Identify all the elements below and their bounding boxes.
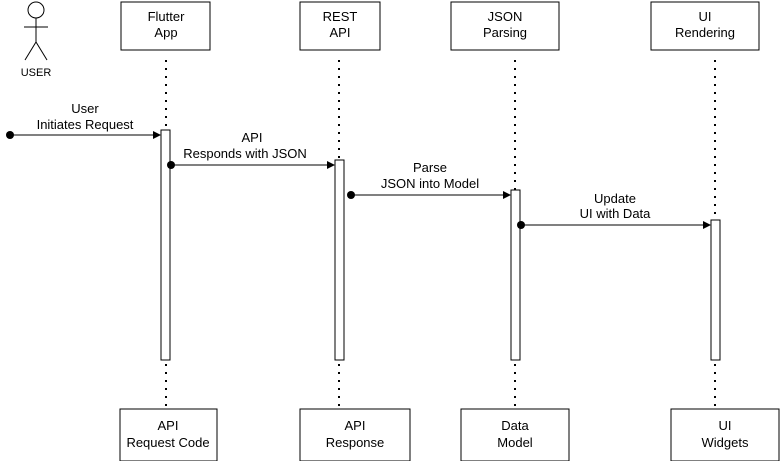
message-1: User Initiates Request <box>6 101 161 139</box>
message-2-label-line-2: Responds with JSON <box>183 146 307 161</box>
user-actor: USER <box>21 1 52 79</box>
participant-render-header: UI Rendering <box>650 1 760 51</box>
participant-render-header-line-2: Rendering <box>675 25 735 40</box>
participant-app-header: Flutter App <box>120 1 211 51</box>
message-2-label-line-1: API <box>242 130 263 145</box>
participant-json-footer-line-1: Data <box>501 418 529 433</box>
participant-json-header: JSON Parsing <box>450 1 560 51</box>
message-3-label-line-1: Parse <box>413 160 447 175</box>
actor-label: USER <box>21 67 52 79</box>
participant-api-footer-line-1: API <box>345 418 366 433</box>
participant-app-header-line-1: Flutter <box>148 9 186 24</box>
participant-render-header-line-1: UI <box>699 9 712 24</box>
message-1-label-line-2: Initiates Request <box>37 117 134 132</box>
participant-api-footer: API Response <box>299 408 411 461</box>
message-2: API Responds with JSON <box>167 130 335 169</box>
lifelines <box>165 60 716 408</box>
participant-app-footer: API Request Code <box>119 408 218 461</box>
participant-app-footer-line-2: Request Code <box>126 435 209 450</box>
activation-render <box>710 219 721 361</box>
message-3-label-line-2: JSON into Model <box>381 176 479 191</box>
participant-api-footer-line-2: Response <box>326 435 385 450</box>
participant-api-header-line-2: API <box>330 25 351 40</box>
participant-json-footer-line-2: Model <box>497 435 533 450</box>
participant-app-footer-line-1: API <box>158 418 179 433</box>
message-4-label-line-2: UI with Data <box>580 206 652 221</box>
stick-figure-icon <box>24 1 48 61</box>
participant-render-footer: UI Widgets <box>670 408 780 461</box>
activation-api <box>334 159 345 361</box>
activation-app <box>160 129 171 361</box>
participant-render-footer-line-1: UI <box>719 418 732 433</box>
participant-json-header-line-1: JSON <box>488 9 523 24</box>
participant-api-header: REST API <box>299 1 381 51</box>
participant-json-footer: Data Model <box>460 408 570 461</box>
participant-json-header-line-2: Parsing <box>483 25 527 40</box>
participant-render-footer-line-2: Widgets <box>702 435 749 450</box>
message-3: Parse JSON into Model <box>347 160 511 199</box>
message-4-label-line-1: Update <box>594 191 636 206</box>
activation-json <box>510 189 521 361</box>
message-1-label-line-1: User <box>71 101 99 116</box>
activation-bars <box>160 129 721 361</box>
participant-app-header-line-2: App <box>154 25 177 40</box>
message-4: Update UI with Data <box>517 191 711 229</box>
participant-api-header-line-1: REST <box>323 9 358 24</box>
